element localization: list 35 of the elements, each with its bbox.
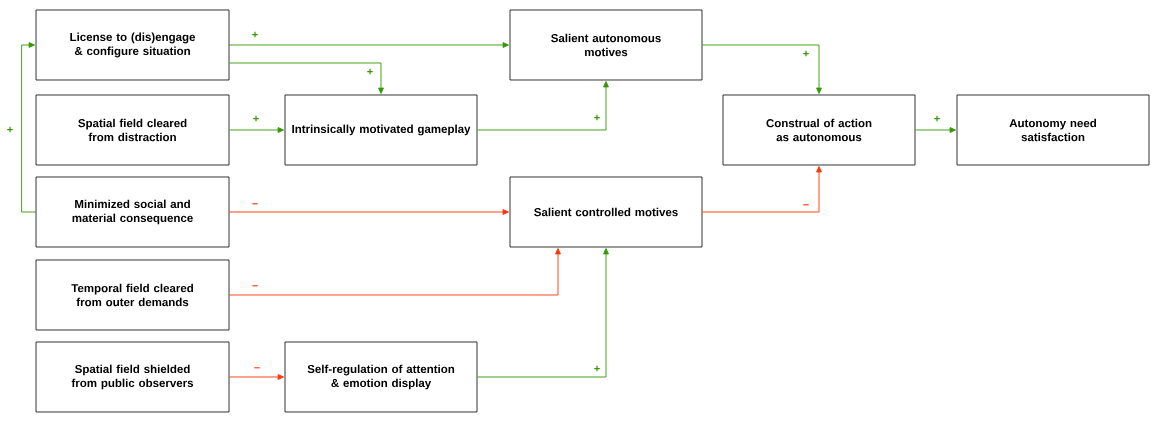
process-box: Autonomy need satisfaction [956,94,1150,166]
process-box: Temporal field cleared from outer demands [35,259,230,331]
arrow [228,42,509,48]
arrow [701,166,822,213]
process-box: Construal of action as autonomous [722,94,916,166]
edge-label: + [932,114,942,124]
arrow [228,374,284,380]
process-box: Minimized social and material consequence [35,176,230,248]
edge-label: + [592,113,602,123]
process-box: Salient autonomous motives [509,9,703,81]
edge-label: + [5,125,15,135]
arrow [914,127,956,133]
process-box: Salient controlled motives [509,176,703,248]
process-box: Self-regulation of attention & emotion display [284,341,478,413]
edge-label: + [251,114,261,124]
arrow [228,62,384,94]
edge-label: + [801,49,811,59]
process-box: Intrinsically motivated gameplay [284,94,478,166]
edge-label: + [250,30,260,40]
arrow [701,44,822,94]
process-box: Spatial field shielded from public observers [35,341,230,413]
edge-label: – [250,284,260,290]
arrow [476,248,609,378]
edge-label: + [365,67,375,77]
edge-label: – [801,203,811,209]
arrow [228,248,561,296]
edge-label: – [250,202,260,208]
process-box: Spatial field cleared from distraction [35,94,230,166]
edge-label: – [252,366,262,372]
arrow [228,209,509,215]
arrow [21,42,37,213]
arrow [476,81,609,131]
process-box: License to (dis)engage & configure situation [35,9,230,81]
arrow [228,127,284,133]
edge-label: + [592,364,602,374]
